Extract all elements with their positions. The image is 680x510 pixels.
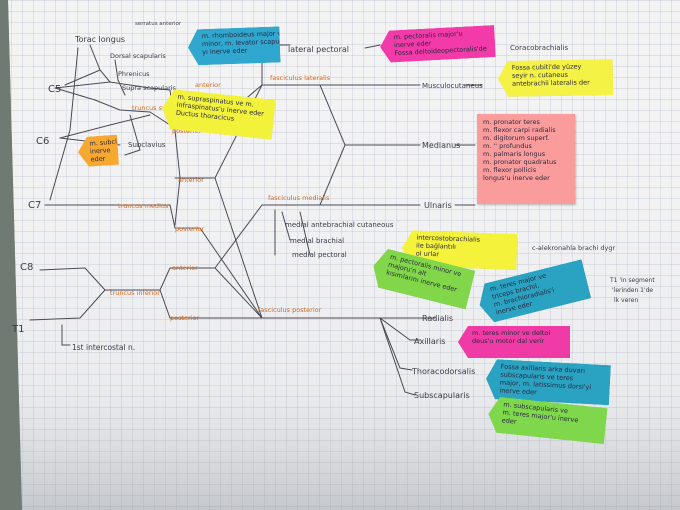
division-posterior-2: posterior [175,225,204,233]
sticky-note-yellow-fossa-cubiti: Fossa cubiti'de yüzey seyir n. cutaneus … [498,59,614,97]
note-line: m. '' profundus [483,142,532,150]
division-anterior-2: anterior [178,176,204,184]
note-line: eder [90,154,106,164]
nerve-medial-antebrachial: medial antebrachial cutaneous [285,221,394,229]
nerve-axillaris: Axillaris [414,337,445,346]
note-line: yı inerve eder [202,46,248,57]
root-c7: C7 [28,200,41,211]
root-c6: C6 [36,136,49,147]
note-line: antebrachii lateralis der [512,78,590,88]
cord-posterior: fasciculus posterior [258,306,322,314]
nerve-subscapularis: Subscapularis [414,391,470,400]
nerve-subclavius: Subclavius [128,141,166,149]
nerve-first-intercostal: 1st intercostal n. [72,343,135,352]
cord-lateral: fasciculus lateralis [270,74,331,82]
nerve-medianus: Medianus [422,141,460,150]
nerve-lateral-pectoral: lateral pectoral [288,45,349,54]
sticky-note-pink-teres-minor: m. teres minor ve deltoi deus'u motor da… [458,326,570,358]
cord-medial: fasciculus medialis [268,194,330,202]
sticky-note-pink-medianus-muscles: m. pronator teres m. flexor carpi radial… [477,114,575,204]
nerve-medial-brachial: medial brachial [290,237,344,245]
note-line: longus'u inerve eder [483,174,550,182]
label-t1-side-1: T1 'in segment [609,277,655,284]
trunk-superior: truncus superior [132,104,186,112]
note-line: m. teres minor ve deltoi [472,329,551,337]
nerve-phrenicus: Phrenicus [118,70,150,78]
nerve-suprascapular: Supra scapularis [122,84,177,92]
root-t1: T1 [11,324,24,335]
nerve-thoracodorsalis: Thoracodorsalis [411,367,475,376]
nerve-ulnaris: Ulnaris [424,201,452,210]
division-posterior-3: posterior [170,314,199,322]
label-corner-note: c-alekronahla brachi dygr [532,244,616,252]
label-coracobrachialis: Coracobrachialis [510,44,568,52]
trunk-inferior: truncus inferior [110,289,160,297]
nerve-musculocutaneus: Musculocutaneus [422,82,483,90]
nerve-dorsal-scapular: Dorsal scapularis [110,52,166,60]
sticky-note-blue-rhomboid: m. rhomboideus major ve minor, m. levato… [187,26,280,65]
nerve-medial-pectoral: medial pectoral [292,251,347,259]
division-anterior-1: anterior [195,81,221,89]
note-line: deus'u motor dal verir [472,337,545,345]
nerve-thoracicus-longus: Torac longus [74,35,125,44]
nerve-serratus-anterior: serratus anterior [135,21,182,27]
note-line: m. flexor carpi radialis [483,126,556,134]
trunk-medius: truncus medius [118,202,169,210]
note-line: m. digitorum superf. [483,134,550,142]
note-line: m. palmaris longus [483,150,546,158]
division-posterior-1: posterior [172,127,201,135]
division-anterior-3: anterior [172,264,198,272]
label-t1-side-2: 'lerinden 1'de [612,287,653,294]
root-c8: C8 [20,262,33,273]
sticky-note-pink-pectoralis: m. pectoralis major'u inerve eder Fossa … [379,25,496,63]
note-line: m. pronator teres [483,118,540,126]
root-c5: C5 [48,84,61,95]
note-line: m. flexor pollicis [483,166,537,174]
nerve-radialis: Radialis [422,314,453,323]
label-t1-side-3: lk veren [614,297,638,304]
note-line: m. pronator quadratus [483,158,557,166]
